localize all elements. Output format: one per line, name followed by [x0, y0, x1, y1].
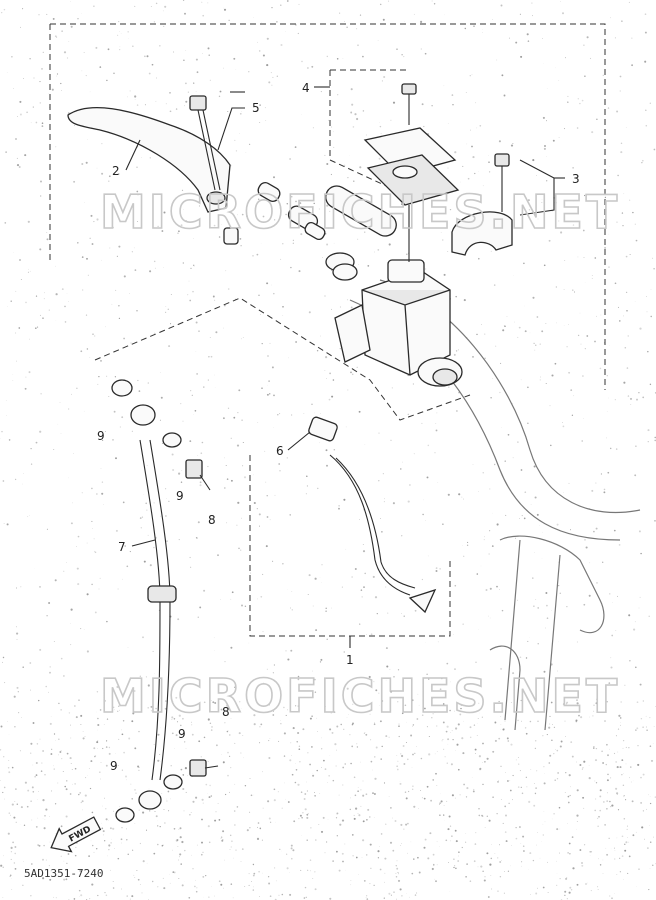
callout-4: 4: [302, 81, 310, 95]
watermark-top: MICROFICHES.NET: [100, 185, 620, 239]
callout-2: 2: [112, 164, 120, 178]
holder-clamp: [451, 153, 513, 256]
callout-1: 1: [346, 653, 354, 667]
fwd-arrow-icon: FWD: [50, 816, 102, 853]
callout-8b: 8: [222, 705, 230, 719]
callout-5: 5: [252, 101, 260, 115]
callout-3: 3: [572, 172, 580, 186]
brake-hose: [111, 379, 219, 823]
callout-9c: 9: [178, 727, 186, 741]
brake-lever: [67, 106, 239, 245]
reservoir-cap: [329, 69, 460, 206]
leader-lines: [125, 86, 565, 648]
callout-9a: 9: [97, 429, 105, 443]
callout-9b: 9: [176, 489, 184, 503]
lever-nut: [223, 227, 239, 245]
cylinder-region: [94, 297, 471, 421]
callout-7: 7: [118, 540, 126, 554]
brake-switch: [308, 416, 437, 614]
callout-9d: 9: [110, 759, 118, 773]
callout-8a: 8: [208, 513, 216, 527]
diagram-code: 5AD1351-7240: [24, 867, 103, 880]
master-cylinder: [334, 205, 463, 387]
lever-bolt: [189, 95, 221, 191]
piston-kit: [257, 181, 397, 281]
callout-6: 6: [276, 444, 284, 458]
watermark-bottom: MICROFICHES.NET: [100, 669, 620, 723]
